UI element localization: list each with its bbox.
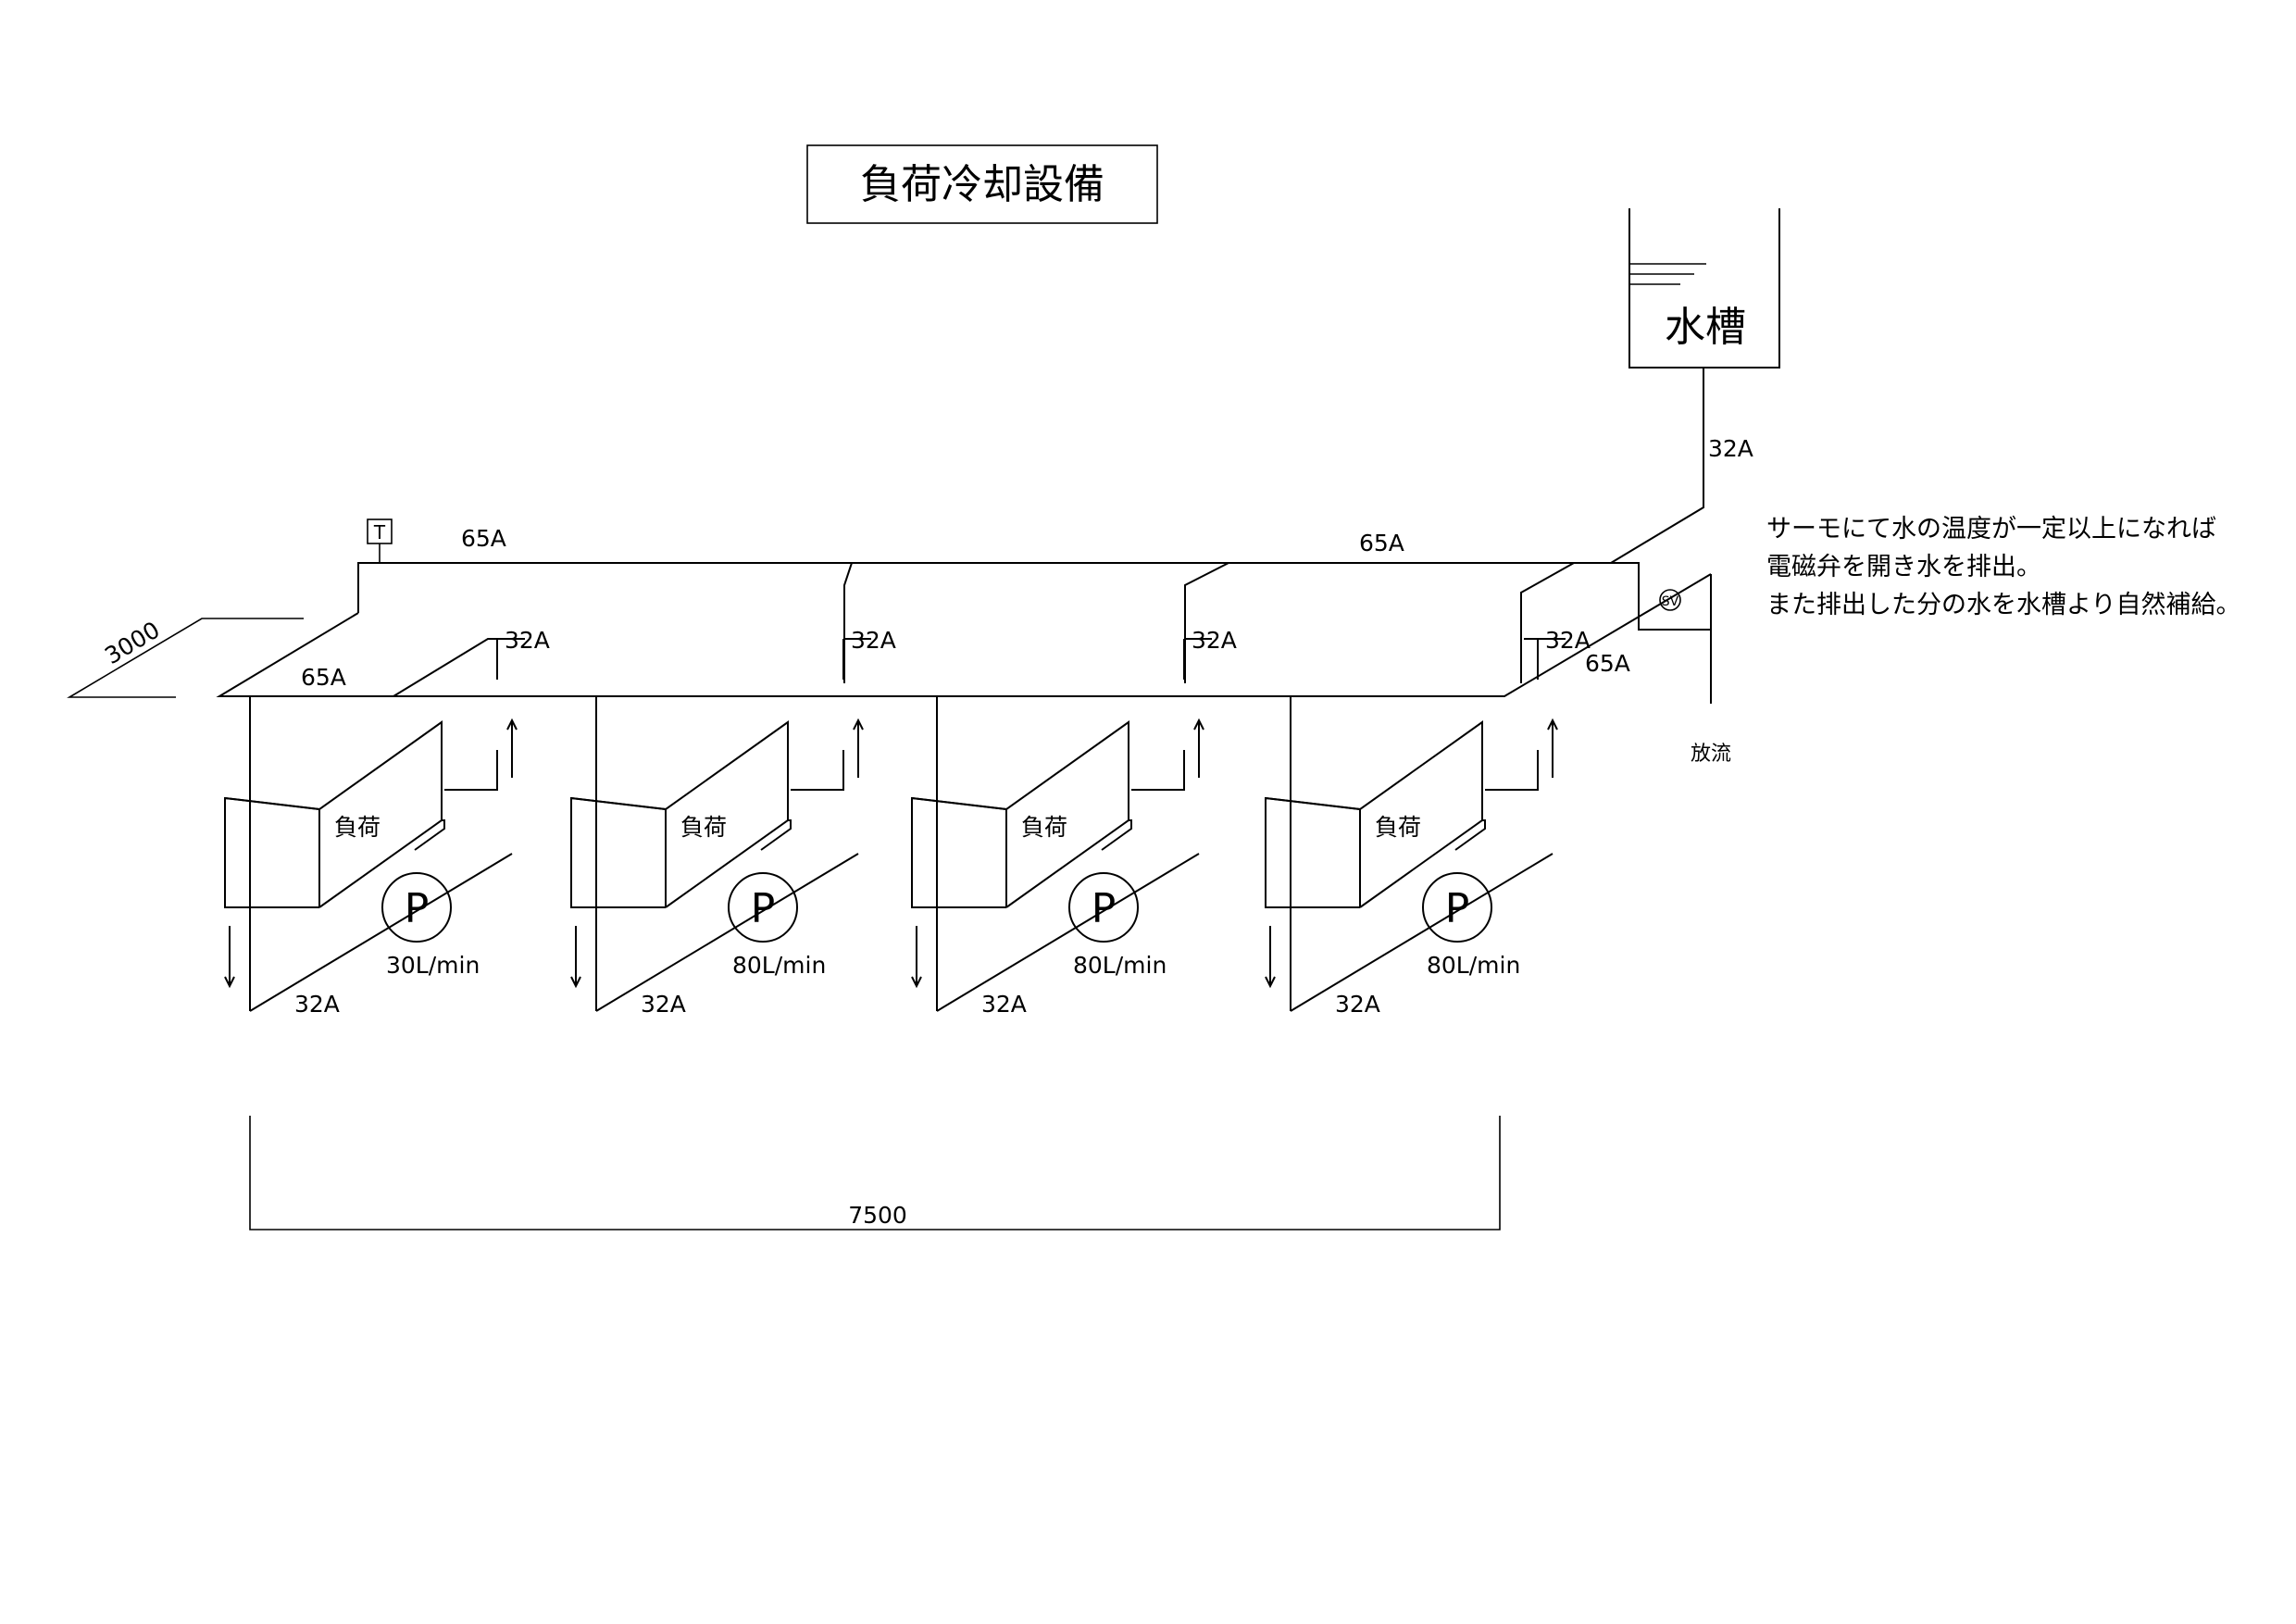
load-label: 負荷 (1021, 814, 1067, 841)
back-header-size-left: 65A (461, 525, 506, 552)
load-unit: 負荷 P 80L/min 32A 32A (911, 627, 1237, 1018)
water-tank: 水槽 (1628, 208, 1780, 369)
supply-pipe-size: 32A (1192, 627, 1237, 654)
flow-rate: 80L/min (1427, 952, 1520, 979)
load-unit: 負荷 P 80L/min 32A 32A (1265, 627, 1591, 1018)
load-unit: 負荷 P 30L/min 32A 32A (224, 627, 550, 1018)
supply-pipe-size: 32A (1545, 627, 1591, 654)
branch-riser (1184, 562, 1229, 683)
return-pipe-size: 32A (981, 991, 1027, 1018)
supply-pipe-size: 32A (851, 627, 896, 654)
tank-pipe-size: 32A (1708, 435, 1753, 462)
branch-riser (843, 562, 853, 683)
title-block: 負荷冷却設備 (806, 144, 1158, 224)
pump-circle (728, 872, 798, 943)
width-dimension-label: 7500 (848, 1202, 907, 1229)
drain-label: 放流 (1691, 743, 1731, 766)
flow-rate: 80L/min (732, 952, 826, 979)
operation-note: サーモにて水の温度が一定以上になれば 電磁弁を開き水を排出。 また排出した分の水… (1766, 515, 2240, 619)
front-header-size-left: 65A (301, 664, 346, 691)
solenoid-valve-symbol: SV (1662, 594, 1679, 609)
width-dimension: 7500 (249, 1116, 1501, 1230)
pump-symbol: P (1445, 885, 1470, 932)
page-title: 負荷冷却設備 (860, 161, 1104, 208)
thermostat-symbol: T (373, 521, 386, 543)
return-pipe-size: 32A (294, 991, 340, 1018)
flow-rate: 80L/min (1073, 952, 1167, 979)
solenoid-valve-drain: SV 放流 (1638, 574, 1731, 766)
load-label: 負荷 (680, 814, 727, 841)
depth-dimension-label: 3000 (100, 617, 164, 670)
tank-label: 水槽 (1665, 304, 1746, 351)
note-line-3: また排出した分の水を水槽より自然補給。 (1766, 591, 2240, 619)
load-units: 負荷 P 30L/min 32A 32A 負荷 P 80L/min 32A 32A 負荷 P 80L/m… (224, 562, 1591, 1018)
pump-symbol: P (405, 885, 430, 932)
pump-symbol: P (751, 885, 776, 932)
supply-pipe-size: 32A (505, 627, 550, 654)
front-header-pipe: 65A 65A (216, 573, 1712, 697)
pump-circle (381, 872, 452, 943)
return-pipe-size: 32A (641, 991, 686, 1018)
pump-circle (1068, 872, 1139, 943)
thermostat: T (367, 518, 393, 563)
tank-supply-pipe: 32A (1610, 368, 1753, 564)
note-line-2: 電磁弁を開き水を排出。 (1766, 553, 2041, 581)
depth-dimension: 3000 (67, 617, 304, 698)
pump-symbol: P (1092, 885, 1117, 932)
pump-circle (1422, 872, 1492, 943)
branch-riser (1520, 562, 1575, 683)
load-label: 負荷 (334, 814, 381, 841)
return-pipe-size: 32A (1335, 991, 1380, 1018)
back-header-pipe: 65A 65A (357, 525, 1640, 613)
back-header-size-right: 65A (1359, 530, 1404, 556)
load-label: 負荷 (1375, 814, 1421, 841)
note-line-1: サーモにて水の温度が一定以上になれば (1766, 515, 2216, 543)
front-header-size-right: 65A (1585, 650, 1630, 677)
flow-rate: 30L/min (386, 952, 480, 979)
load-unit: 負荷 P 80L/min 32A 32A (570, 627, 896, 1018)
